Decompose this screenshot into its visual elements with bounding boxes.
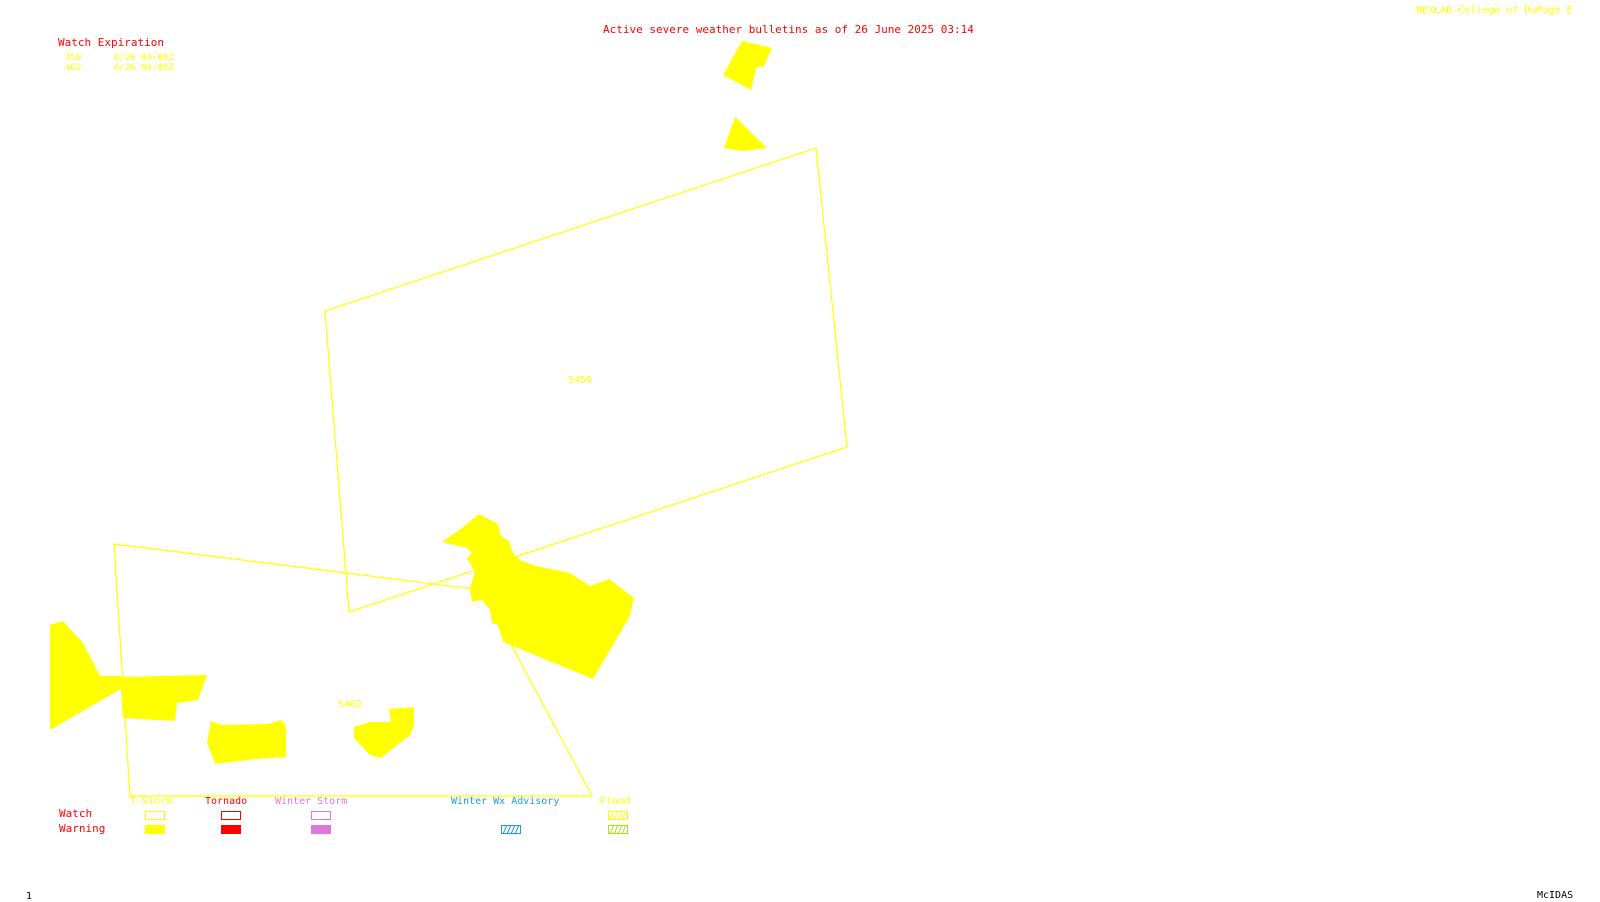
legend-tstorm-warning-swatch — [145, 825, 165, 834]
warning-polygon — [50, 621, 126, 730]
warning-polygon — [723, 41, 772, 90]
watch-id: 462 — [65, 63, 82, 73]
watch-expires: 6/26 04:00Z — [114, 53, 174, 63]
frame-number: 1 — [26, 891, 33, 902]
legend-flood-warning-swatch — [608, 825, 628, 834]
legend-winter-storm-label: Winter Storm — [275, 796, 348, 807]
legend-tornado-watch-swatch — [221, 811, 241, 820]
warning-polygon — [354, 707, 414, 758]
watch-459-label: S459 — [568, 375, 593, 386]
warning-polygon — [442, 514, 634, 679]
credit-label: NEXLAB-College of DuPage E — [1416, 5, 1573, 16]
legend-flood-label: Flood — [600, 796, 631, 807]
watch-462-label: S462 — [338, 699, 363, 710]
legend-winter-storm-watch-swatch — [311, 811, 331, 820]
watch-459-outline — [324, 147, 848, 613]
warning-polygon — [724, 117, 767, 151]
legend-warning-label: Warning — [59, 822, 106, 835]
watch-expires: 6/26 06:00Z — [114, 63, 174, 73]
watch-id: 459 — [65, 53, 82, 63]
legend-tstorm-watch-swatch — [145, 811, 165, 820]
legend-tornado-warning-swatch — [221, 825, 241, 834]
legend-winter-advisory-label: Winter Wx Advisory — [451, 796, 560, 807]
warning-polygon — [207, 720, 286, 764]
legend-flood-watch-swatch — [608, 811, 628, 820]
watch-expiration-heading: Watch Expiration — [58, 36, 164, 49]
legend-tornado-label: Tornado — [205, 796, 248, 807]
legend-winter-storm-warning-swatch — [311, 825, 331, 834]
bulletin-title: Active severe weather bulletins as of 26… — [603, 23, 974, 36]
software-label: McIDAS — [1537, 890, 1574, 901]
legend-winter-advisory-swatch — [501, 825, 521, 834]
legend-watch-label: Watch — [59, 807, 93, 820]
legend-tstorm-label: T-Storm — [130, 796, 173, 807]
warning-polygon — [120, 675, 207, 721]
